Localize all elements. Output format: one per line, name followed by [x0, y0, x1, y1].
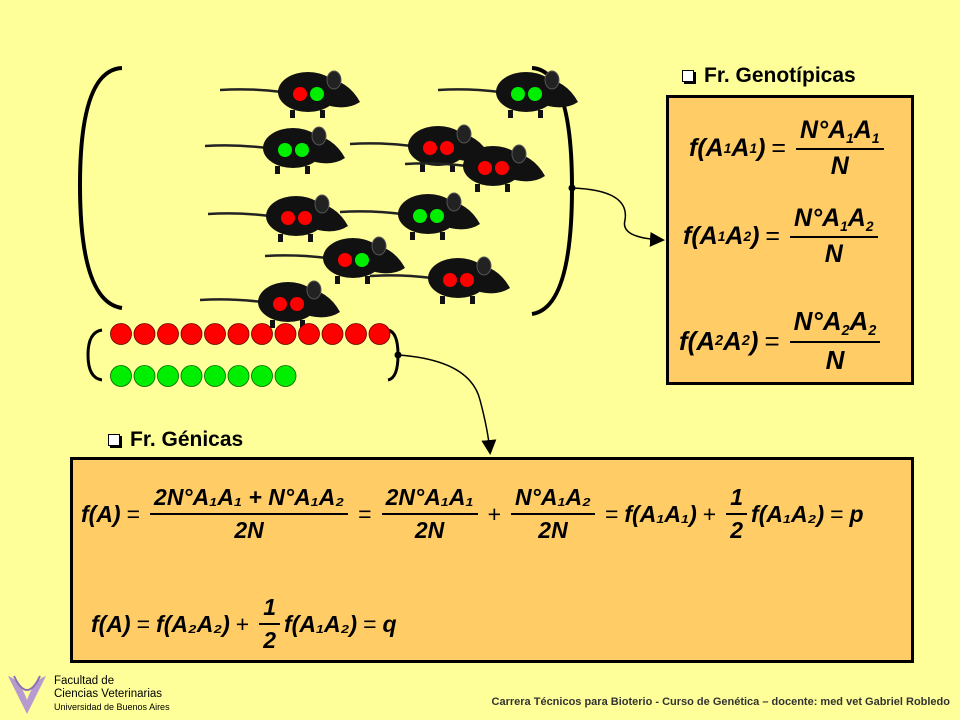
- mouse-icon: [437, 70, 578, 118]
- allele-a1-dot: [460, 273, 474, 287]
- footer-credit: Carrera Técnicos para Bioterio - Curso d…: [491, 696, 950, 708]
- allele-a1-dot: [273, 297, 287, 311]
- allele-a1-dot: [321, 323, 344, 345]
- mouse-icon: [204, 126, 345, 174]
- allele-a2-dot: [295, 143, 309, 157]
- allele-a1-dot: [478, 161, 492, 175]
- faculty-name: Facultad de Ciencias Veterinarias Univer…: [54, 675, 170, 712]
- allele-a1-dot: [345, 323, 367, 345]
- mouse-icon: [199, 280, 340, 328]
- allele-a1-dot: [180, 323, 203, 345]
- mouse-icon: [369, 256, 510, 304]
- allele-a1-dot: [298, 323, 320, 345]
- allele-a2-dot: [227, 365, 250, 387]
- allele-a2-dot: [110, 365, 132, 387]
- allele-a1-dot: [495, 161, 509, 175]
- allele-a2-dot: [157, 365, 179, 387]
- allele-a2-dot: [251, 365, 273, 387]
- allele-a2-dot: [310, 87, 324, 101]
- allele-a2-dot: [413, 209, 427, 223]
- allele-a1-dot: [227, 323, 250, 345]
- mouse-icon: [339, 192, 480, 240]
- allele-a1-dot: [443, 273, 457, 287]
- allele-a1-dot: [251, 323, 273, 345]
- mouse-icon: [207, 194, 348, 242]
- allele-a1-dot: [368, 323, 391, 345]
- allele-a1-dot: [338, 253, 352, 267]
- left-bracket: [77, 66, 123, 310]
- allele-a1-dot: [298, 211, 312, 225]
- allele-a1-dot: [274, 323, 297, 345]
- bullet-icon: [682, 70, 694, 82]
- genic-title: Fr. Génicas: [108, 428, 243, 452]
- allele-a1-dot: [440, 141, 454, 155]
- allele-a1-dot: [110, 323, 132, 345]
- allele-a2-dot: [355, 253, 369, 267]
- faculty-logo-icon: [8, 675, 46, 714]
- mouse-icon: [219, 70, 360, 118]
- mice-population: [77, 66, 578, 328]
- allele-a1-dot: [293, 87, 307, 101]
- allele-a1-dot: [281, 211, 295, 225]
- allele-a1-dot: [290, 297, 304, 311]
- allele-a2-dot: [511, 87, 525, 101]
- allele-a2-dot: [180, 365, 203, 387]
- allele-a2-dot: [204, 365, 226, 387]
- allele-pool: [86, 323, 400, 387]
- allele-a1-dot: [204, 323, 226, 345]
- allele-a2-dot: [274, 365, 297, 387]
- allele-a2-dot: [528, 87, 542, 101]
- allele-a2-dot: [133, 365, 156, 387]
- allele-a2-dot: [278, 143, 292, 157]
- allele-a1-dot: [423, 141, 437, 155]
- genotypic-title: Fr. Genotípicas: [682, 64, 856, 88]
- mouse-icon: [264, 236, 405, 284]
- bullet-icon: [108, 434, 120, 446]
- allele-a1-dot: [157, 323, 179, 345]
- mouse-icon: [404, 144, 545, 192]
- allele-a1-dot: [133, 323, 156, 345]
- allele-a2-dot: [430, 209, 444, 223]
